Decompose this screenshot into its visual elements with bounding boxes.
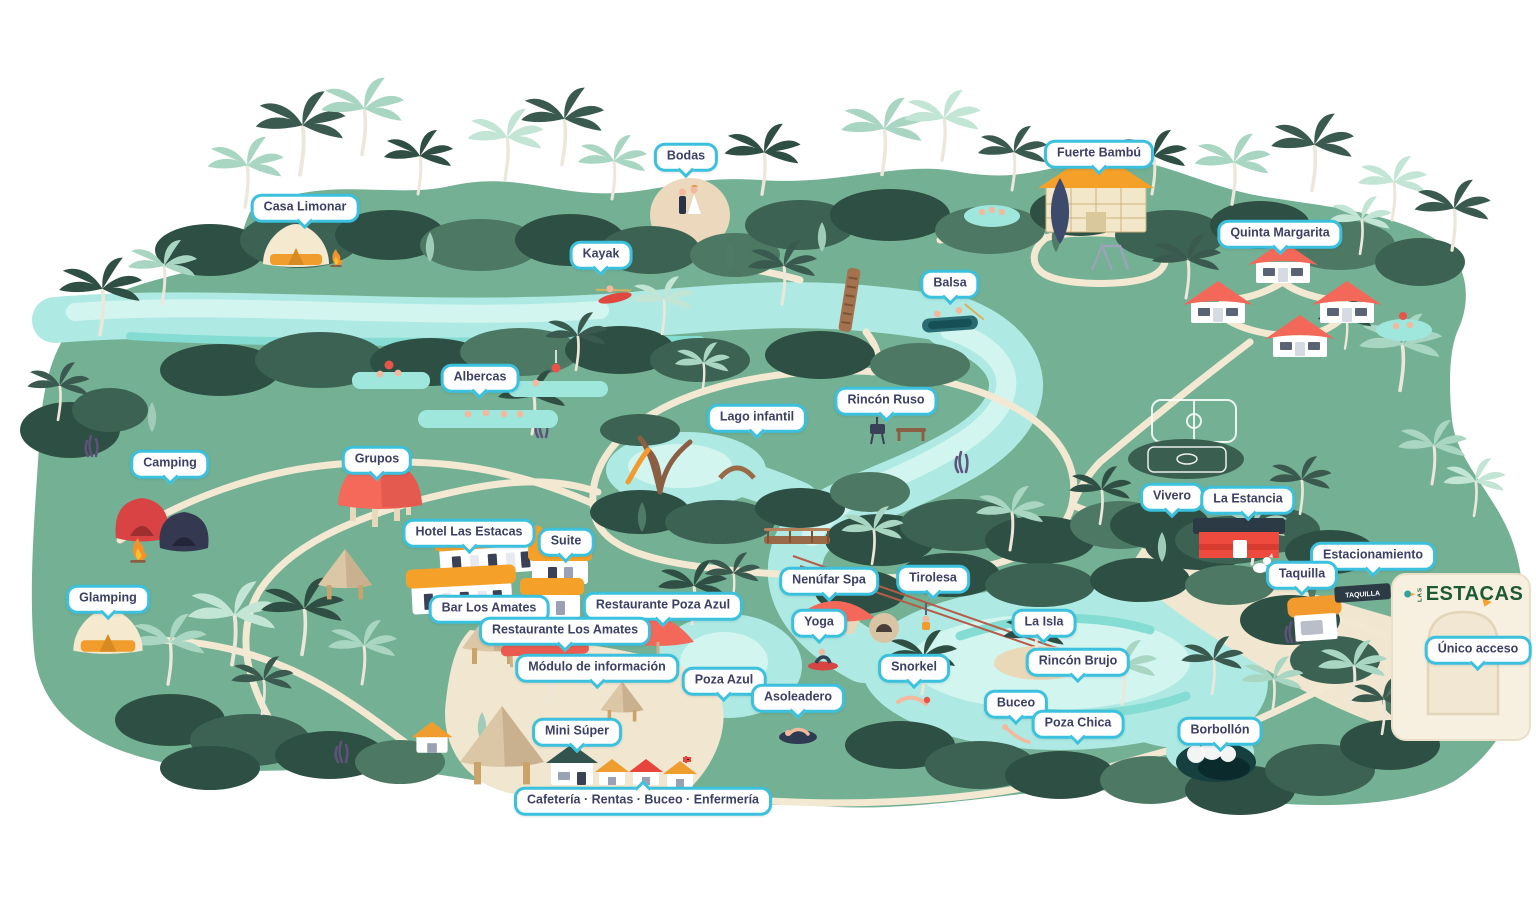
raft-icon bbox=[922, 303, 985, 333]
small-pools bbox=[352, 205, 1432, 428]
float-figure bbox=[779, 727, 817, 744]
snorkel-swimmer bbox=[896, 695, 931, 706]
map-label-la-estancia[interactable]: La Estancia bbox=[1200, 485, 1296, 515]
map-label-borbollon[interactable]: Borbollón bbox=[1177, 716, 1263, 746]
lago-infantil-tree bbox=[625, 435, 756, 495]
map-label-hotel-las-estacas[interactable]: Hotel Las Estacas bbox=[402, 518, 536, 548]
map-label-unico-acceso[interactable]: Único acceso bbox=[1424, 635, 1532, 665]
sports-court bbox=[1128, 399, 1244, 479]
kayak-icon bbox=[595, 285, 632, 304]
map-label-bodas[interactable]: Bodas bbox=[653, 142, 719, 172]
map-label-restaurante-los-amates[interactable]: Restaurante Los Amates bbox=[478, 616, 652, 646]
map-label-snorkel[interactable]: Snorkel bbox=[878, 653, 950, 683]
wooden-bridge bbox=[764, 528, 830, 544]
map-label-yoga[interactable]: Yoga bbox=[791, 608, 847, 638]
map-label-glamping[interactable]: Glamping bbox=[66, 584, 150, 614]
toucan-icon bbox=[1404, 590, 1416, 597]
map-label-fuerte-bambu[interactable]: Fuerte Bambú bbox=[1043, 139, 1155, 169]
yoga-figure bbox=[808, 648, 838, 671]
map-label-rincon-ruso[interactable]: Rincón Ruso bbox=[834, 386, 938, 416]
taquilla-sign-text: TAQUILLA bbox=[1345, 590, 1380, 599]
map-label-nenufar-spa[interactable]: Nenúfar Spa bbox=[779, 566, 879, 596]
red-cross-icon bbox=[683, 756, 691, 763]
estacas-logo: LAS ESTACAS bbox=[1403, 584, 1524, 609]
map-label-mini-super[interactable]: Mini Súper bbox=[532, 717, 622, 747]
pool-ball bbox=[1399, 312, 1407, 320]
map-label-servicios[interactable]: Cafetería · Rentas · Buceo · Enfermería bbox=[513, 786, 773, 816]
map-label-la-isla[interactable]: La Isla bbox=[1011, 608, 1077, 638]
la-estancia-building bbox=[1193, 518, 1285, 558]
taquilla-booth: TAQUILLA bbox=[1287, 583, 1391, 642]
map-label-kayak[interactable]: Kayak bbox=[569, 240, 633, 270]
map-label-grupos[interactable]: Grupos bbox=[341, 445, 413, 475]
logo-text: ESTACAS bbox=[1426, 584, 1524, 609]
map-label-lago-infantil[interactable]: Lago infantil bbox=[706, 403, 808, 433]
map-label-tirolesa[interactable]: Tirolesa bbox=[896, 564, 970, 594]
pool-ball bbox=[384, 360, 394, 370]
diver-figure bbox=[1002, 724, 1031, 744]
camping-tents bbox=[115, 498, 209, 563]
map-label-asoleadero[interactable]: Asoleadero bbox=[750, 683, 846, 713]
map-label-camping[interactable]: Camping bbox=[130, 449, 210, 479]
map-label-taquilla[interactable]: Taquilla bbox=[1265, 560, 1339, 590]
map-label-quinta-margarita[interactable]: Quinta Margarita bbox=[1217, 219, 1343, 249]
map-label-vivero[interactable]: Vivero bbox=[1140, 482, 1204, 512]
map-label-restaurante-poza-azul[interactable]: Restaurante Poza Azul bbox=[582, 591, 744, 621]
map-label-balsa[interactable]: Balsa bbox=[920, 269, 980, 299]
map-label-albercas[interactable]: Albercas bbox=[440, 363, 520, 393]
map-label-rincon-brujo[interactable]: Rincón Brujo bbox=[1025, 647, 1131, 677]
map-label-casa-limonar[interactable]: Casa Limonar bbox=[250, 193, 360, 223]
wedding-couple bbox=[679, 184, 701, 214]
map-label-suite[interactable]: Suite bbox=[537, 527, 595, 557]
grill-and-bench bbox=[870, 417, 926, 445]
river-ladder bbox=[838, 267, 861, 332]
hanging-fruit bbox=[551, 363, 561, 373]
map-label-modulo-de-informacion[interactable]: Módulo de información bbox=[515, 653, 679, 683]
map-label-poza-chica[interactable]: Poza Chica bbox=[1031, 709, 1125, 739]
